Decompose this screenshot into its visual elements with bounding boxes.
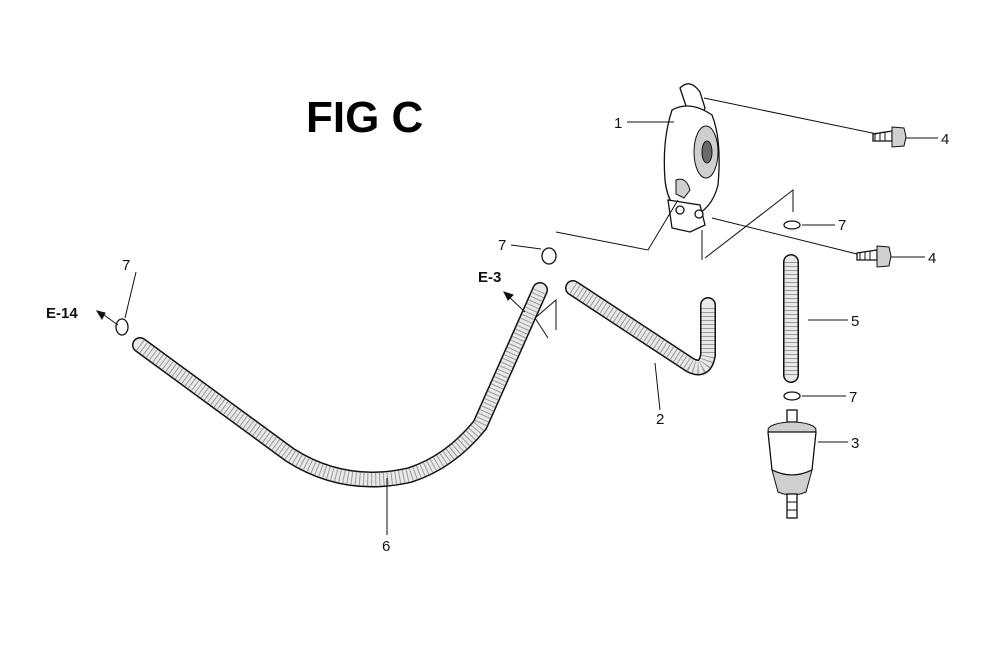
clip-right-lower bbox=[783, 391, 801, 401]
fuel-tube-long bbox=[132, 282, 548, 488]
callout-clip-left: 7 bbox=[122, 257, 130, 274]
callout-tube-short: 2 bbox=[656, 411, 664, 428]
callout-bolt-upper: 4 bbox=[941, 131, 949, 148]
clip-right-upper bbox=[783, 220, 801, 230]
callout-tube-long: 6 bbox=[382, 538, 390, 555]
bolt-upper bbox=[872, 126, 907, 148]
leader-lines bbox=[103, 97, 938, 535]
clip-left bbox=[115, 318, 129, 336]
callout-bolt-lower: 4 bbox=[928, 250, 936, 267]
callout-filter: 3 bbox=[851, 435, 859, 452]
fuel-filter bbox=[767, 409, 817, 519]
fuel-tube-short bbox=[565, 280, 716, 376]
callout-pump: 1 bbox=[614, 115, 622, 132]
clip-mid bbox=[541, 247, 557, 265]
ref-label-e3: E-3 bbox=[478, 269, 501, 286]
ref-label-e14: E-14 bbox=[46, 305, 78, 322]
callout-clip-mid: 7 bbox=[498, 237, 506, 254]
fuel-pump bbox=[663, 83, 720, 233]
bolt-lower bbox=[856, 245, 892, 268]
callout-clip-right-lower: 7 bbox=[849, 389, 857, 406]
callout-tube-straight: 5 bbox=[851, 313, 859, 330]
figure-title: FIG C bbox=[306, 93, 423, 142]
callout-clip-right-upper: 7 bbox=[838, 217, 846, 234]
reference-arrows bbox=[95, 291, 526, 321]
